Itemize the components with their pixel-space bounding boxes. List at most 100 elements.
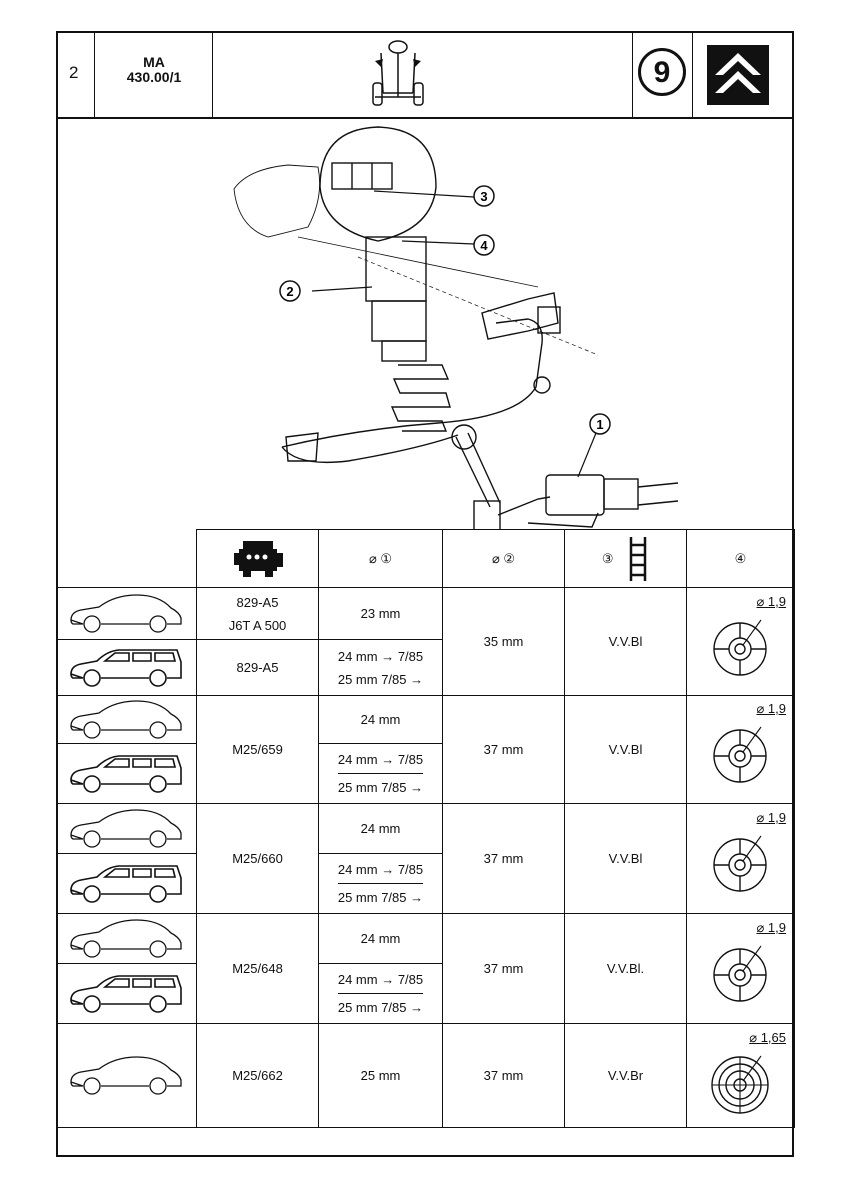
marking-disc-icon bbox=[705, 830, 775, 900]
vehicle-hatchback bbox=[56, 587, 197, 640]
callout-1: 1 bbox=[596, 417, 603, 432]
spring-cell: V.V.Bl bbox=[564, 587, 687, 696]
mark-label: ⌀ 1,9 bbox=[756, 809, 786, 825]
mark-graphic: ⌀ 1,9 bbox=[687, 590, 794, 694]
dia1-value: 24 mm → 7/85 bbox=[337, 858, 424, 884]
engine-cell: M25/662 bbox=[196, 1023, 319, 1128]
spring-cell: V.V.Br bbox=[564, 1023, 687, 1128]
footer-strip bbox=[56, 1127, 795, 1148]
callout-4: 4 bbox=[480, 238, 488, 253]
vehicle-hatchback bbox=[56, 913, 197, 964]
vehicle-hatchback bbox=[56, 803, 197, 854]
vehicle-estate bbox=[56, 639, 197, 696]
engine-cell: M25/659 bbox=[196, 695, 319, 804]
marking-disc-icon bbox=[705, 1050, 775, 1120]
mark-cell: ⌀ 1,9 bbox=[686, 803, 795, 914]
suspension-pictogram-cell bbox=[213, 33, 633, 117]
table-row: M25/648 24 mm 37 mm V.V.Bl. ⌀ 1,9 bbox=[56, 913, 795, 1024]
engine-code: J6T A 500 bbox=[228, 617, 287, 633]
suspension-diagram-drawing: 3 4 2 1 bbox=[233, 126, 679, 532]
dia1-cell: 23 mm bbox=[318, 587, 443, 640]
engine-code: 829-A5 bbox=[236, 594, 279, 610]
reference-line-2: 430.00/1 bbox=[126, 69, 182, 85]
vehicle-hatchback bbox=[56, 695, 197, 744]
callout-2: 2 bbox=[286, 284, 293, 299]
mark-cell: ⌀ 1,65 bbox=[686, 1023, 795, 1128]
dia1-cell: 24 mm bbox=[318, 913, 443, 964]
engine-cell: M25/648 bbox=[196, 913, 319, 1024]
hatchback-car-icon bbox=[67, 805, 187, 849]
header-bar: 2 MA 430.00/1 9 bbox=[58, 33, 792, 119]
dia1-value: 24 mm → 7/85 bbox=[337, 748, 424, 774]
dia2-cell: 37 mm bbox=[442, 913, 565, 1024]
table-row: M25/660 24 mm 37 mm V.V.Bl ⌀ 1,9 bbox=[56, 803, 795, 914]
reference-code: MA 430.00/1 bbox=[95, 55, 213, 85]
estate-car-icon bbox=[67, 750, 187, 794]
table-row: 24 mm → 7/85 25 mm 7/85 → bbox=[56, 853, 795, 914]
spring-header: ③ bbox=[564, 529, 687, 588]
vehicle-estate bbox=[56, 963, 197, 1024]
dia1-cell: 25 mm bbox=[318, 1023, 443, 1128]
dia1-value: 25 mm 7/85 → bbox=[337, 1000, 424, 1015]
dia2-cell: 35 mm bbox=[442, 587, 565, 696]
spring-cell: V.V.Bl bbox=[564, 695, 687, 804]
reference-cell: MA 430.00/1 bbox=[95, 33, 213, 117]
table-header-row: ⌀ ① ⌀ ② ③ ④ bbox=[56, 529, 795, 588]
estate-car-icon bbox=[67, 860, 187, 904]
callout-3: 3 bbox=[480, 189, 487, 204]
mark-label: ⌀ 1,9 bbox=[756, 919, 786, 935]
vehicle-estate bbox=[56, 853, 197, 914]
spring-cell: V.V.Bl. bbox=[564, 913, 687, 1024]
dia1-value: 25 mm 7/85 → bbox=[337, 671, 424, 687]
table-row: M25/659 24 mm 37 mm V.V.Bl ⌀ 1,9 bbox=[56, 695, 795, 804]
hatchback-car-icon bbox=[67, 696, 187, 740]
hatchback-car-icon bbox=[67, 1052, 187, 1096]
dia1-cell: 24 mm → 7/85 25 mm 7/85 → bbox=[318, 639, 443, 696]
dia1-value: 25 mm 7/85 → bbox=[337, 890, 424, 905]
dia2-cell: 37 mm bbox=[442, 1023, 565, 1128]
hatchback-car-icon bbox=[67, 590, 187, 634]
ladder-icon bbox=[629, 536, 647, 581]
marking-disc-icon bbox=[705, 940, 775, 1010]
dia1-cell: 24 mm bbox=[318, 695, 443, 744]
page-number-cell: 2 bbox=[58, 33, 95, 117]
table-row: M25/662 25 mm 37 mm V.V.Br ⌀ 1,65 bbox=[56, 1023, 795, 1128]
mark-label: ⌀ 1,9 bbox=[756, 593, 786, 609]
dia1-value: 24 mm → 7/85 bbox=[337, 648, 424, 664]
mark-graphic: ⌀ 1,9 bbox=[687, 806, 794, 912]
group-number-badge: 9 bbox=[638, 48, 686, 96]
group-number-cell: 9 bbox=[633, 33, 693, 117]
suspension-diagram: 3 4 2 1 bbox=[58, 117, 792, 532]
front-suspension-icon bbox=[372, 40, 424, 106]
engine-header bbox=[196, 529, 319, 588]
mark-cell: ⌀ 1,9 bbox=[686, 695, 795, 804]
vehicle-estate bbox=[56, 743, 197, 804]
hatchback-car-icon bbox=[67, 915, 187, 959]
double-chevron-logo bbox=[707, 45, 769, 105]
engine-icon bbox=[233, 541, 283, 577]
mark-graphic: ⌀ 1,65 bbox=[687, 1026, 794, 1126]
table-row: 24 mm → 7/85 25 mm 7/85 → bbox=[56, 743, 795, 804]
spring-header-label: ③ bbox=[601, 550, 614, 566]
logo-cell bbox=[693, 33, 792, 117]
dia2-cell: 37 mm bbox=[442, 695, 565, 804]
mark-label: ⌀ 1,65 bbox=[749, 1029, 786, 1045]
mark-graphic: ⌀ 1,9 bbox=[687, 697, 794, 803]
dia1-cell: 24 mm bbox=[318, 803, 443, 854]
footer-cell bbox=[56, 1127, 795, 1148]
engine-cell: M25/660 bbox=[196, 803, 319, 914]
reference-line-1: MA bbox=[143, 54, 165, 70]
spring-cell: V.V.Bl bbox=[564, 803, 687, 914]
mark-cell: ⌀ 1,9 bbox=[686, 913, 795, 1024]
mark-header: ④ bbox=[686, 529, 795, 588]
dia2-cell: 37 mm bbox=[442, 803, 565, 914]
estate-car-icon bbox=[67, 970, 187, 1014]
dia1-header: ⌀ ① bbox=[318, 529, 443, 588]
dia1-cell: 24 mm → 7/85 25 mm 7/85 → bbox=[318, 743, 443, 804]
dia1-value: 25 mm 7/85 → bbox=[337, 780, 424, 795]
